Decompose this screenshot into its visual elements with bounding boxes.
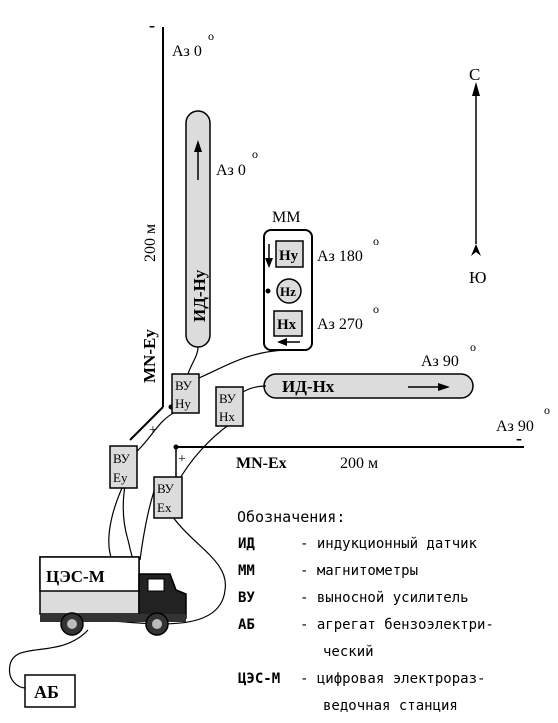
vehicle-label: ЦЭС-М — [46, 567, 105, 586]
id-hy-azimuth-degree: о — [252, 147, 258, 161]
hy-direction-arrowhead — [265, 258, 273, 268]
amplifier-vu-ey-box — [109, 445, 138, 489]
south-tail — [471, 244, 481, 256]
amplifier-vu-hy-line2: Hy — [175, 396, 191, 411]
hy-azimuth: Аз 180 — [317, 248, 363, 265]
id-hx-label: ИД-Hx — [282, 377, 335, 396]
mn-ey-minus-terminal: - — [149, 15, 155, 35]
amplifier-vu-ex: ВУ Ex — [153, 476, 183, 519]
magnetometer-group-label: ММ — [272, 209, 300, 226]
generator-box — [24, 674, 76, 708]
hx-direction-arrowhead — [277, 338, 287, 346]
mn-ex-minus-terminal: - — [516, 428, 522, 448]
mn-ey-plus-terminal: + — [149, 423, 157, 438]
legend-abbr-vu: ВУ — [238, 590, 255, 606]
mn-ey-azimuth: Аз 0 — [172, 43, 202, 60]
hz-magnetometer-label: Hz — [280, 284, 296, 299]
legend-desc-ces: - цифровая электрораз- — [300, 671, 485, 687]
cable-id-hy-to-vu-hy — [187, 346, 199, 375]
north-label: С — [469, 65, 480, 84]
id-hy-sensor: ИД-Hy Аз 0 о — [185, 110, 258, 348]
amplifier-vu-ex-box — [153, 476, 183, 519]
id-hx-azimuth: Аз 90 — [421, 353, 459, 370]
vehicle-label-panel — [39, 556, 140, 592]
mn-ex-length: 200 м — [340, 455, 378, 472]
legend-desc-id: - индукционный датчик — [300, 536, 478, 552]
vehicle-cab-window — [147, 578, 165, 592]
hz-magnetometer — [276, 278, 302, 304]
legend-abbr-ces: ЦЭС-М — [238, 671, 280, 687]
mn-ey-length: 200 м — [142, 224, 159, 262]
cable-vu-hy-to-magnetometers — [198, 349, 286, 379]
legend-title: Обозначения: — [237, 508, 345, 526]
amplifier-vu-hx-box — [215, 386, 244, 427]
amplifier-vu-ex-line1: ВУ — [157, 481, 175, 496]
amplifier-vu-hx: ВУ Hx — [215, 386, 244, 427]
amplifier-vu-ey-line1: ВУ — [113, 451, 131, 466]
generator-label: АБ — [34, 682, 59, 702]
id-hy-arrowhead — [194, 140, 202, 152]
mn-ex-line: + - MN-Ex 200 м Аз 90 о — [173, 403, 550, 478]
compass: С Ю — [469, 65, 486, 287]
amplifier-vu-hy-line1: ВУ — [175, 378, 193, 393]
hy-magnetometer-label: Hy — [279, 248, 299, 264]
amplifier-vu-hx-line1: ВУ — [219, 391, 237, 406]
mn-ex-electrode-dot — [173, 444, 179, 450]
south-label: Ю — [469, 268, 486, 287]
id-hx-azimuth-degree: о — [470, 340, 476, 354]
legend-abbr-ab: АБ — [238, 617, 255, 633]
cable-vu-ex-loop — [94, 509, 226, 625]
legend-desc-ab: - агрегат бензоэлектри- — [300, 617, 494, 633]
legend-desc-vu: - выносной усилитель — [300, 590, 469, 606]
amplifier-vu-ex-line2: Ex — [157, 500, 172, 515]
id-hx-sensor: ИД-Hx Аз 90 о — [263, 340, 476, 399]
station-vehicle: ЦЭС-М — [39, 556, 187, 636]
amplifier-vu-ey-line2: Ey — [113, 470, 128, 485]
mn-ex-label: MN-Ex — [236, 455, 287, 472]
legend-desc-ces-cont: ведочная станция — [323, 698, 458, 714]
hx-magnetometer-label: Hx — [277, 317, 297, 333]
legend-abbr-id: ИД — [238, 536, 255, 552]
amplifier-vu-hy-box — [171, 373, 200, 414]
mn-ex-plus-terminal: + — [178, 452, 186, 467]
legend-abbr-mm: ММ — [238, 563, 255, 579]
hx-azimuth-degree: о — [373, 302, 379, 316]
hy-magnetometer — [275, 240, 304, 268]
mn-ey-line: - + 200 м MN-Ey Аз 0 о — [129, 15, 214, 441]
hx-azimuth: Аз 270 — [317, 316, 363, 333]
cable-vu-ey-to-station-2 — [108, 487, 123, 561]
mn-ex-azimuth-degree: о — [544, 403, 550, 417]
legend-desc-ab-cont: ческий — [323, 644, 374, 660]
amplifier-vu-hx-line2: Hx — [219, 409, 235, 424]
vehicle-rear-hub — [67, 619, 77, 629]
legend: Обозначения: ИД - индукционный датчик ММ… — [237, 508, 494, 714]
mn-ey-azimuth-degree: о — [208, 29, 214, 43]
amplifier-vu-hy: ВУ Hy — [171, 373, 200, 414]
vehicle-front-hub — [152, 619, 162, 629]
cable-vu-hy-to-vu-ey — [135, 411, 177, 453]
mn-ex-azimuth: Аз 90 — [496, 418, 534, 435]
magnetometer-group: ММ Hy Hz Hx Аз 180 о Аз 270 о — [263, 209, 379, 351]
id-hy-azimuth: Аз 0 — [216, 162, 246, 179]
legend-desc-mm: - магнитометры — [300, 563, 418, 579]
hz-direction-dot — [265, 288, 271, 294]
id-hy-label: ИД-Hy — [190, 269, 209, 322]
mn-ey-label: MN-Ey — [140, 329, 159, 383]
north-arrowhead — [472, 82, 480, 96]
cable-vu-hx-to-vu-ex — [177, 423, 231, 483]
amplifier-vu-ey: ВУ Ey — [109, 445, 138, 489]
cable-station-to-generator — [8, 629, 89, 689]
hy-azimuth-degree: о — [373, 234, 379, 248]
cable-vu-ey-to-station — [122, 479, 137, 567]
vehicle-chassis — [40, 614, 186, 622]
mn-ey-lead — [129, 406, 164, 441]
id-hx-arrowhead — [438, 383, 450, 391]
cable-id-hx-to-vu-hx — [242, 385, 267, 393]
generator: АБ — [24, 674, 76, 708]
hx-magnetometer — [273, 310, 303, 337]
